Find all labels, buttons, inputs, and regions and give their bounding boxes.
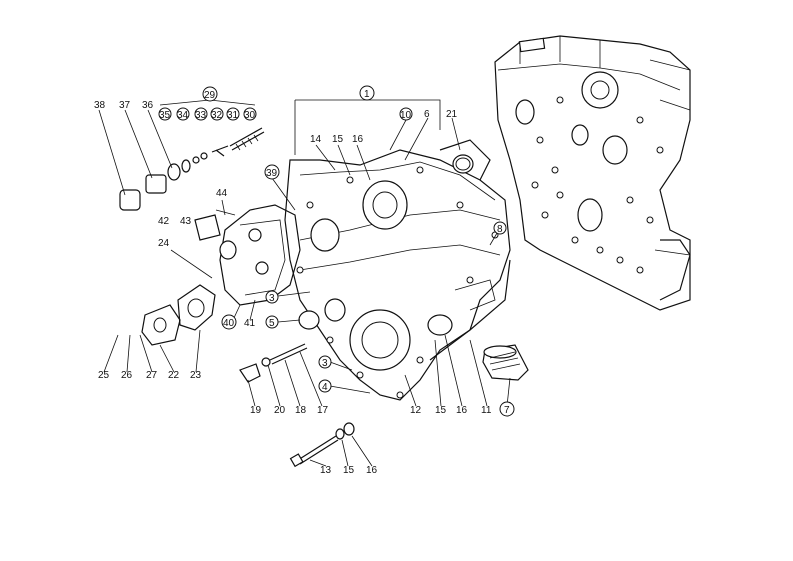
label-8: 8 (497, 224, 503, 235)
label-12: 12 (410, 405, 422, 416)
seal-ring (298, 310, 320, 330)
label-34: 34 (177, 110, 189, 121)
label-15b: 15 (435, 405, 447, 416)
label-40: 40 (223, 318, 235, 329)
label-39: 39 (266, 168, 278, 179)
label-20: 20 (274, 405, 286, 416)
label-7: 7 (504, 405, 510, 416)
label-38: 38 (94, 100, 106, 111)
label-6: 6 (424, 109, 430, 120)
label-16b: 16 (456, 405, 468, 416)
label-15c: 15 (343, 465, 355, 476)
long-bolt (289, 422, 355, 468)
bushing-part (482, 344, 529, 381)
part-labels: 1 29 38 37 36 35 34 33 32 31 30 14 15 16… (94, 85, 515, 476)
label-43: 43 (180, 216, 192, 227)
pump-housing (194, 204, 301, 306)
label-25: 25 (98, 370, 110, 381)
label-29: 29 (204, 90, 216, 101)
label-14: 14 (310, 134, 322, 145)
label-30: 30 (244, 110, 256, 121)
label-37: 37 (119, 100, 131, 111)
label-11: 11 (481, 405, 492, 416)
label-1: 1 (364, 89, 370, 100)
label-17: 17 (317, 405, 329, 416)
label-32: 32 (211, 110, 223, 121)
label-36: 36 (142, 100, 154, 111)
label-19: 19 (250, 405, 262, 416)
label-16a: 16 (352, 134, 364, 145)
label-4: 4 (322, 382, 328, 393)
timing-cover (284, 139, 511, 401)
label-44: 44 (216, 188, 228, 199)
label-27: 27 (146, 370, 158, 381)
label-3a: 3 (269, 293, 275, 304)
leader-lines (98, 99, 511, 467)
label-22: 22 (168, 370, 180, 381)
label-33: 33 (195, 110, 207, 121)
label-26: 26 (121, 370, 133, 381)
label-10: 10 (400, 110, 412, 121)
label-31: 31 (227, 110, 239, 121)
engine-block (494, 35, 691, 311)
label-23: 23 (190, 370, 202, 381)
label-16c: 16 (366, 465, 378, 476)
relief-valve-parts (119, 127, 265, 211)
label-41: 41 (244, 318, 256, 329)
label-18: 18 (295, 405, 307, 416)
cover-plate (141, 284, 216, 346)
label-42: 42 (158, 216, 170, 227)
plug-bolt (239, 343, 308, 383)
label-15a: 15 (332, 134, 344, 145)
label-13: 13 (320, 465, 332, 476)
label-21: 21 (446, 109, 458, 120)
label-35: 35 (159, 110, 171, 121)
label-5: 5 (269, 318, 275, 329)
label-3b: 3 (322, 358, 328, 369)
label-24: 24 (158, 238, 170, 249)
